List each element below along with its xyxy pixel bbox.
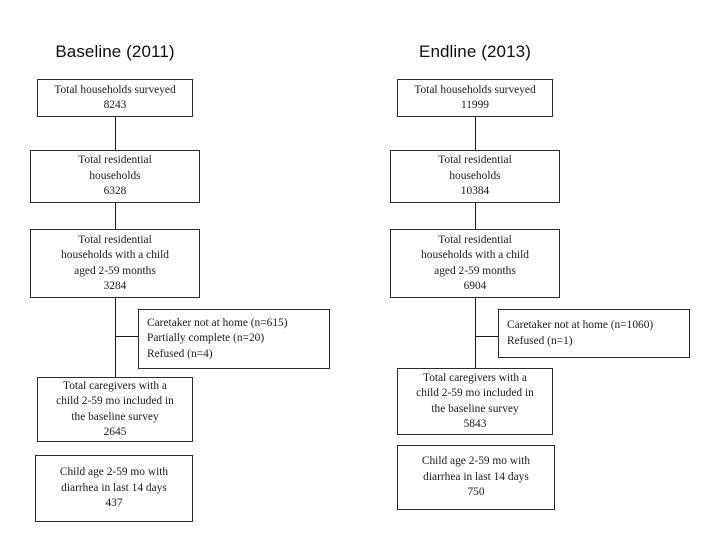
node-text: Total households surveyed 11999 — [414, 83, 536, 112]
connector-endline-exclusion — [475, 336, 499, 337]
connector-baseline-exclusion — [115, 336, 139, 337]
connector-baseline-3-4 — [115, 298, 116, 377]
endline-node-exclusions: Caretaker not at home (n=1060) Refused (… — [498, 309, 690, 358]
node-text: Total residential households with a chil… — [61, 233, 169, 293]
node-text: Total households surveyed 8243 — [54, 83, 176, 112]
node-text: Total caregivers with a child 2-59 mo in… — [56, 379, 174, 439]
baseline-node-exclusions: Caretaker not at home (n=615) Partially … — [138, 309, 330, 369]
node-text: Total caregivers with a child 2-59 mo in… — [416, 371, 534, 431]
baseline-node-child-with-diarrhea: Child age 2-59 mo with diarrhea in last … — [35, 455, 193, 522]
endline-node-total-households-surveyed: Total households surveyed 11999 — [397, 79, 553, 117]
endline-node-residential-households-with-child: Total residential households with a chil… — [390, 229, 560, 298]
node-text: Caretaker not at home (n=1060) Refused (… — [507, 319, 654, 347]
node-text: Child age 2-59 mo with diarrhea in last … — [59, 466, 169, 510]
node-text: Total residential households 10384 — [438, 154, 512, 198]
endline-node-total-caregivers-included: Total caregivers with a child 2-59 mo in… — [397, 368, 553, 435]
baseline-node-residential-households-with-child: Total residential households with a chil… — [30, 229, 200, 298]
connector-baseline-1-2 — [115, 117, 116, 150]
connector-endline-1-2 — [475, 117, 476, 150]
column-title-endline: Endline (2013) — [419, 42, 531, 61]
node-text: Child age 2-59 mo with diarrhea in last … — [421, 455, 531, 499]
node-text: Caretaker not at home (n=615) Partially … — [147, 316, 288, 360]
baseline-node-total-households-surveyed: Total households surveyed 8243 — [37, 79, 193, 117]
node-text: Total residential households with a chil… — [421, 233, 529, 293]
connector-endline-3-4 — [475, 298, 476, 368]
node-text: Total residential households 6328 — [78, 154, 152, 198]
baseline-node-total-residential-households: Total residential households 6328 — [30, 150, 200, 203]
baseline-node-total-caregivers-included: Total caregivers with a child 2-59 mo in… — [37, 377, 193, 442]
column-title-baseline: Baseline (2011) — [55, 42, 175, 61]
endline-node-total-residential-households: Total residential households 10384 — [390, 150, 560, 203]
connector-baseline-2-3 — [115, 203, 116, 230]
connector-endline-2-3 — [475, 203, 476, 230]
endline-node-child-with-diarrhea: Child age 2-59 mo with diarrhea in last … — [397, 445, 555, 510]
